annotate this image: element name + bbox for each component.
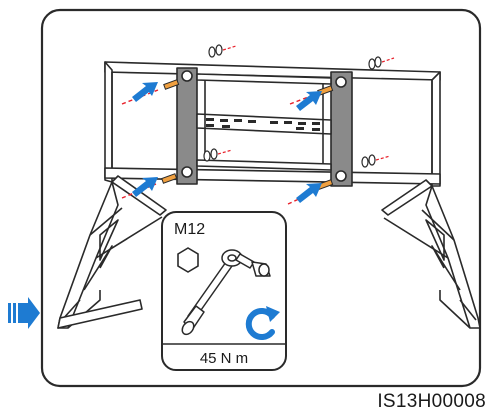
outer-frame xyxy=(40,8,482,388)
bracket-holes xyxy=(181,70,347,182)
bolt-size-label: M12 xyxy=(174,221,205,238)
exploded-bolts xyxy=(203,44,395,168)
push-arrow-icon xyxy=(132,82,322,203)
clockwise-rotate-icon xyxy=(245,306,280,340)
hex-nut-icon xyxy=(177,247,199,273)
entry-arrow-icon xyxy=(8,297,40,329)
socket-wrench-icon xyxy=(181,249,271,336)
rail-slots xyxy=(206,118,320,131)
mounting-stand xyxy=(57,61,481,329)
torque-label: 45 N m xyxy=(200,350,248,367)
mounting-bracket xyxy=(176,67,353,187)
figure-code: IS13H00008 xyxy=(377,391,486,412)
